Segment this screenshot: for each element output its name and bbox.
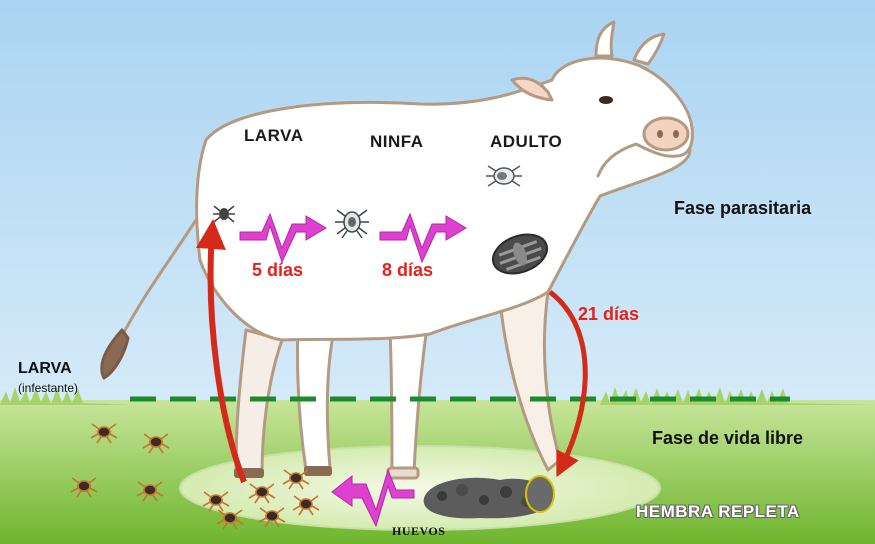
larva-infestante-subtitle: (infestante) <box>18 381 78 395</box>
larva-infestante-title: LARVA <box>18 360 72 378</box>
duration-ninfa-to-adulto: 8 días <box>382 260 433 281</box>
phase-label-free-living: Fase de vida libre <box>652 428 803 449</box>
eggs-label: HUEVOS <box>392 524 445 539</box>
duration-larva-to-ninfa: 5 días <box>252 260 303 281</box>
stage-label-adulto: ADULTO <box>490 132 562 152</box>
phase-label-parasitic: Fase parasitaria <box>674 198 811 219</box>
tick-adult-icon <box>486 166 522 186</box>
stage-label-larva: LARVA <box>244 126 304 146</box>
stage-label-ninfa: NINFA <box>370 132 424 152</box>
tick-larva-icon <box>213 206 235 222</box>
duration-adulto-to-ground: 21 días <box>578 304 639 325</box>
engorged-female-label: HEMBRA REPLETA <box>636 502 800 522</box>
